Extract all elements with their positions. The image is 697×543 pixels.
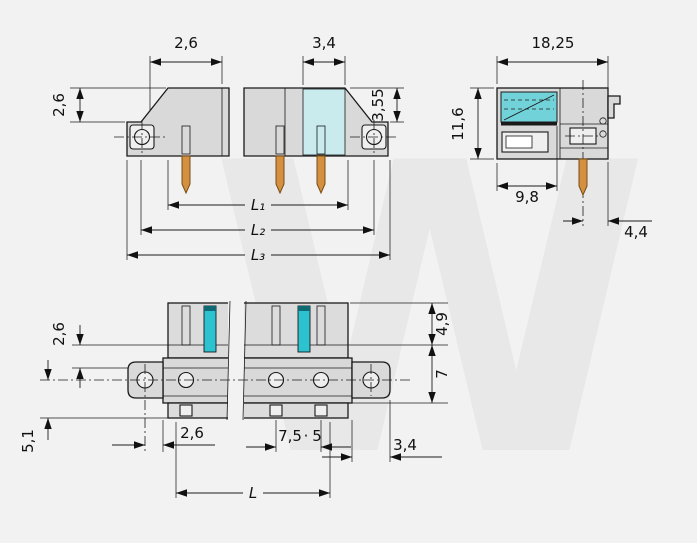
front-view (114, 87, 398, 195)
dim-label-pitch-a: 7,5 (278, 427, 302, 445)
front-solder-pins (181, 155, 326, 195)
solder-pin (275, 155, 285, 195)
break-line (242, 300, 247, 421)
dim-label-l2: L₂ (251, 221, 265, 239)
contact-slot (316, 305, 326, 346)
coding-slot-cap (298, 306, 310, 311)
dim-separator-dot: · (304, 427, 309, 445)
front-dimension-lines (76, 58, 401, 259)
clamp-spring-edge (503, 94, 555, 121)
dim-label-side-width: 18,25 (532, 34, 575, 52)
dim-label-overall-length: L (249, 484, 257, 502)
front-dimensions: 2,6 3,4 2,6 3,55 L₁ L₂ L₃ (50, 34, 404, 264)
dim-label-bottom-left-step: 2,6 (50, 322, 68, 346)
dim-label-bottom-flange-offset: 2,6 (180, 424, 204, 442)
pin-opening (179, 404, 193, 417)
dim-label-bottom-left-lower: 5,1 (19, 429, 37, 453)
side-opening-inner (505, 135, 533, 149)
latch-rivet (599, 117, 607, 125)
dim-label-bottom-right-upper: 4,9 (433, 312, 451, 336)
dim-label-front-top-left: 2,6 (174, 34, 198, 52)
solder-pin (316, 155, 326, 195)
front-centerlines (114, 120, 398, 154)
side-body (496, 80, 621, 226)
solder-pin (181, 155, 191, 195)
bottom-view: 2,6 5,1 4,9 7 2,6 7,5 · 5 3,4 L (19, 300, 451, 502)
contact-slot (316, 125, 326, 155)
front-body (126, 87, 389, 157)
side-view: 18,25 11,6 9,8 4,4 (449, 34, 652, 241)
bottom-body (40, 300, 412, 452)
dim-label-side-height: 11,6 (449, 107, 467, 140)
dim-label-front-left-height: 2,6 (50, 93, 68, 117)
coding-slot (297, 305, 311, 353)
break-line (226, 300, 231, 421)
pin-opening (314, 404, 328, 417)
dim-label-bottom-right-lower: 7 (433, 369, 451, 379)
side-latch (607, 95, 621, 119)
dim-label-pitch-b: 5 (312, 427, 322, 445)
contact-slot (275, 125, 285, 155)
dim-label-front-top-right: 3,4 (312, 34, 336, 52)
latch-rivet (599, 130, 607, 138)
dim-label-side-depth: 9,8 (515, 188, 539, 206)
coding-slot (203, 305, 217, 353)
dim-label-bottom-flange-width: 3,4 (393, 436, 417, 454)
solder-pin (578, 158, 588, 197)
bottom-dimension-lines (44, 303, 442, 497)
contact-slot (181, 305, 191, 346)
contact-slot (181, 125, 191, 155)
bottom-upper-block (167, 302, 349, 359)
break-gap (228, 301, 244, 420)
front-coding-section (302, 88, 346, 156)
dim-label-front-right-height: 3,55 (369, 88, 387, 121)
dim-label-side-pin-edge: 4,4 (624, 223, 648, 241)
dim-label-l1: L₁ (251, 196, 265, 214)
side-dimension-lines (474, 58, 652, 225)
bottom-pin-strip (167, 402, 349, 419)
pin-opening (269, 404, 283, 417)
dim-label-l3: L₃ (251, 246, 265, 264)
coding-slot-cap (204, 306, 216, 311)
contact-slot (271, 305, 281, 346)
